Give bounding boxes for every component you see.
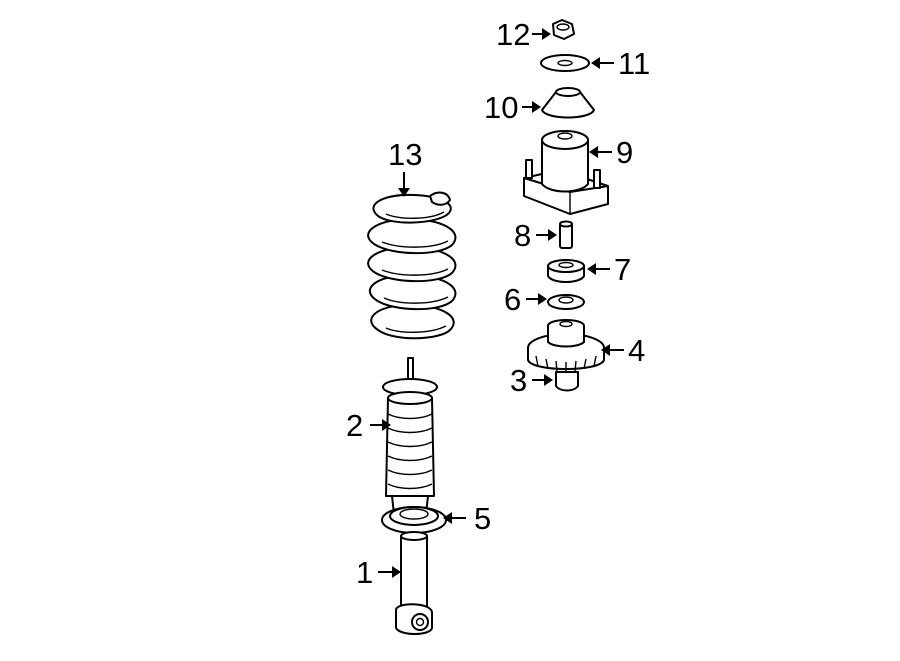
callout-10: 10 [484,90,518,125]
lower-spring-seat [381,506,447,534]
spring-seat-bearing [527,319,605,372]
insulator [547,294,585,310]
callout-5: 5 [474,501,491,536]
callout-arrows [370,28,624,578]
callout-3: 3 [510,363,527,398]
spacer-sleeve [559,220,573,249]
upper-bushing [541,87,595,119]
washer [540,54,590,72]
lower-bushing [547,259,585,283]
upper-nut [552,19,575,40]
coil-spring [367,191,457,340]
lower-stub [555,371,579,392]
callout-4: 4 [628,333,645,368]
shock-absorber [395,531,433,635]
callout-9: 9 [616,135,633,170]
dust-boot [382,357,438,515]
upper-mount [523,130,609,215]
callout-8: 8 [514,218,531,253]
callout-1: 1 [356,555,373,590]
callout-12: 12 [496,17,530,52]
callout-2: 2 [346,408,363,443]
callout-7: 7 [614,252,631,287]
callout-13: 13 [388,137,422,172]
callout-6: 6 [504,282,521,317]
callout-11: 11 [618,46,650,81]
